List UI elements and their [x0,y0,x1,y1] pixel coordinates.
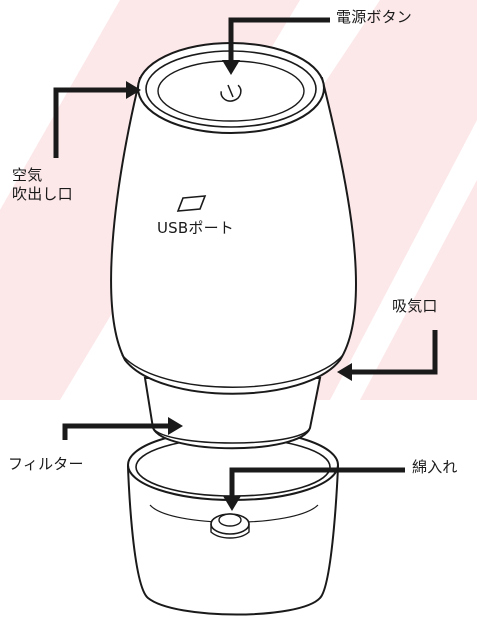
air-outlet-leader [53,87,128,158]
filter-leader [62,423,170,440]
air-intake-leader [350,330,438,375]
air-outlet-label-line2: 吹出し口 [12,185,73,203]
power-button-arrowhead [222,60,240,75]
cotton-holder-post [210,513,250,539]
cotton-insert-label: 綿入れ [412,458,458,476]
air-outlet-label: 空気 吹出し口 [12,166,73,204]
filter-cylinder [143,377,322,450]
top-lid [137,42,325,134]
usb-port-icon [176,195,207,212]
main-body [110,77,357,395]
power-icon [220,84,242,102]
cotton-leader [229,467,405,498]
air-outlet-arrowhead [126,81,141,99]
usb-port-label: USBポート [157,219,234,237]
air-intake-label: 吸気口 [392,297,438,315]
air-intake-arrowhead [337,363,352,381]
filter-label: フィルター [8,455,84,473]
filter-arrowhead [168,417,183,435]
air-outlet-label-line1: 空気 [12,166,43,184]
power-button-label: 電源ボタン [336,8,413,26]
power-button-leader [228,17,330,62]
cotton-arrowhead [223,496,241,511]
